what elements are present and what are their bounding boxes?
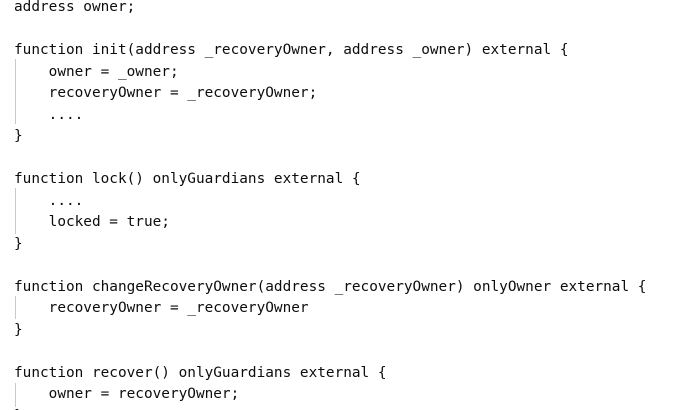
code-block: address owner; function init(address _re… (14, 0, 647, 410)
indent-guide (15, 188, 16, 234)
indent-guide (15, 59, 16, 124)
indent-guide (15, 383, 16, 407)
indent-guide (15, 296, 16, 319)
